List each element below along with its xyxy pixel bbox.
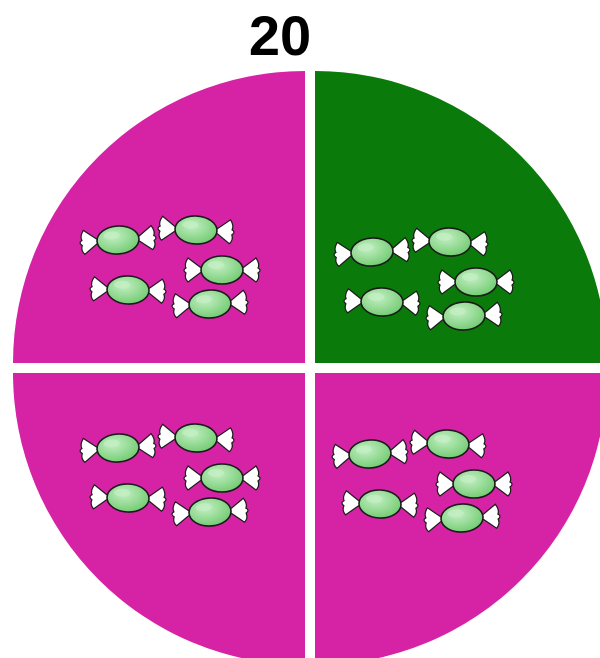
candy-icon: [425, 301, 503, 331]
quarters: [13, 71, 600, 658]
candy-icon: [423, 503, 501, 533]
candy-icon: [343, 287, 421, 317]
candy-icon: [411, 227, 489, 257]
candy-icon: [435, 469, 513, 499]
total-label: 20: [248, 4, 312, 67]
candy-icon: [341, 489, 419, 519]
candies: [79, 215, 515, 533]
candy-icon: [157, 423, 235, 453]
candy-icon: [89, 483, 167, 513]
candy-icon: [183, 463, 261, 493]
candy-icon: [437, 267, 515, 297]
quarter-top-left: [13, 71, 305, 363]
candy-icon: [79, 224, 157, 256]
candy-icon: [89, 275, 167, 305]
candy-icon: [79, 432, 157, 464]
candy-icon: [333, 236, 411, 268]
candy-icon: [183, 255, 261, 285]
candy-icon: [157, 215, 235, 245]
candy-icon: [409, 429, 487, 459]
candy-icon: [171, 289, 249, 319]
candy-icon: [331, 438, 409, 470]
candy-icon: [171, 497, 249, 527]
quarter-bottom-left: [13, 373, 305, 658]
